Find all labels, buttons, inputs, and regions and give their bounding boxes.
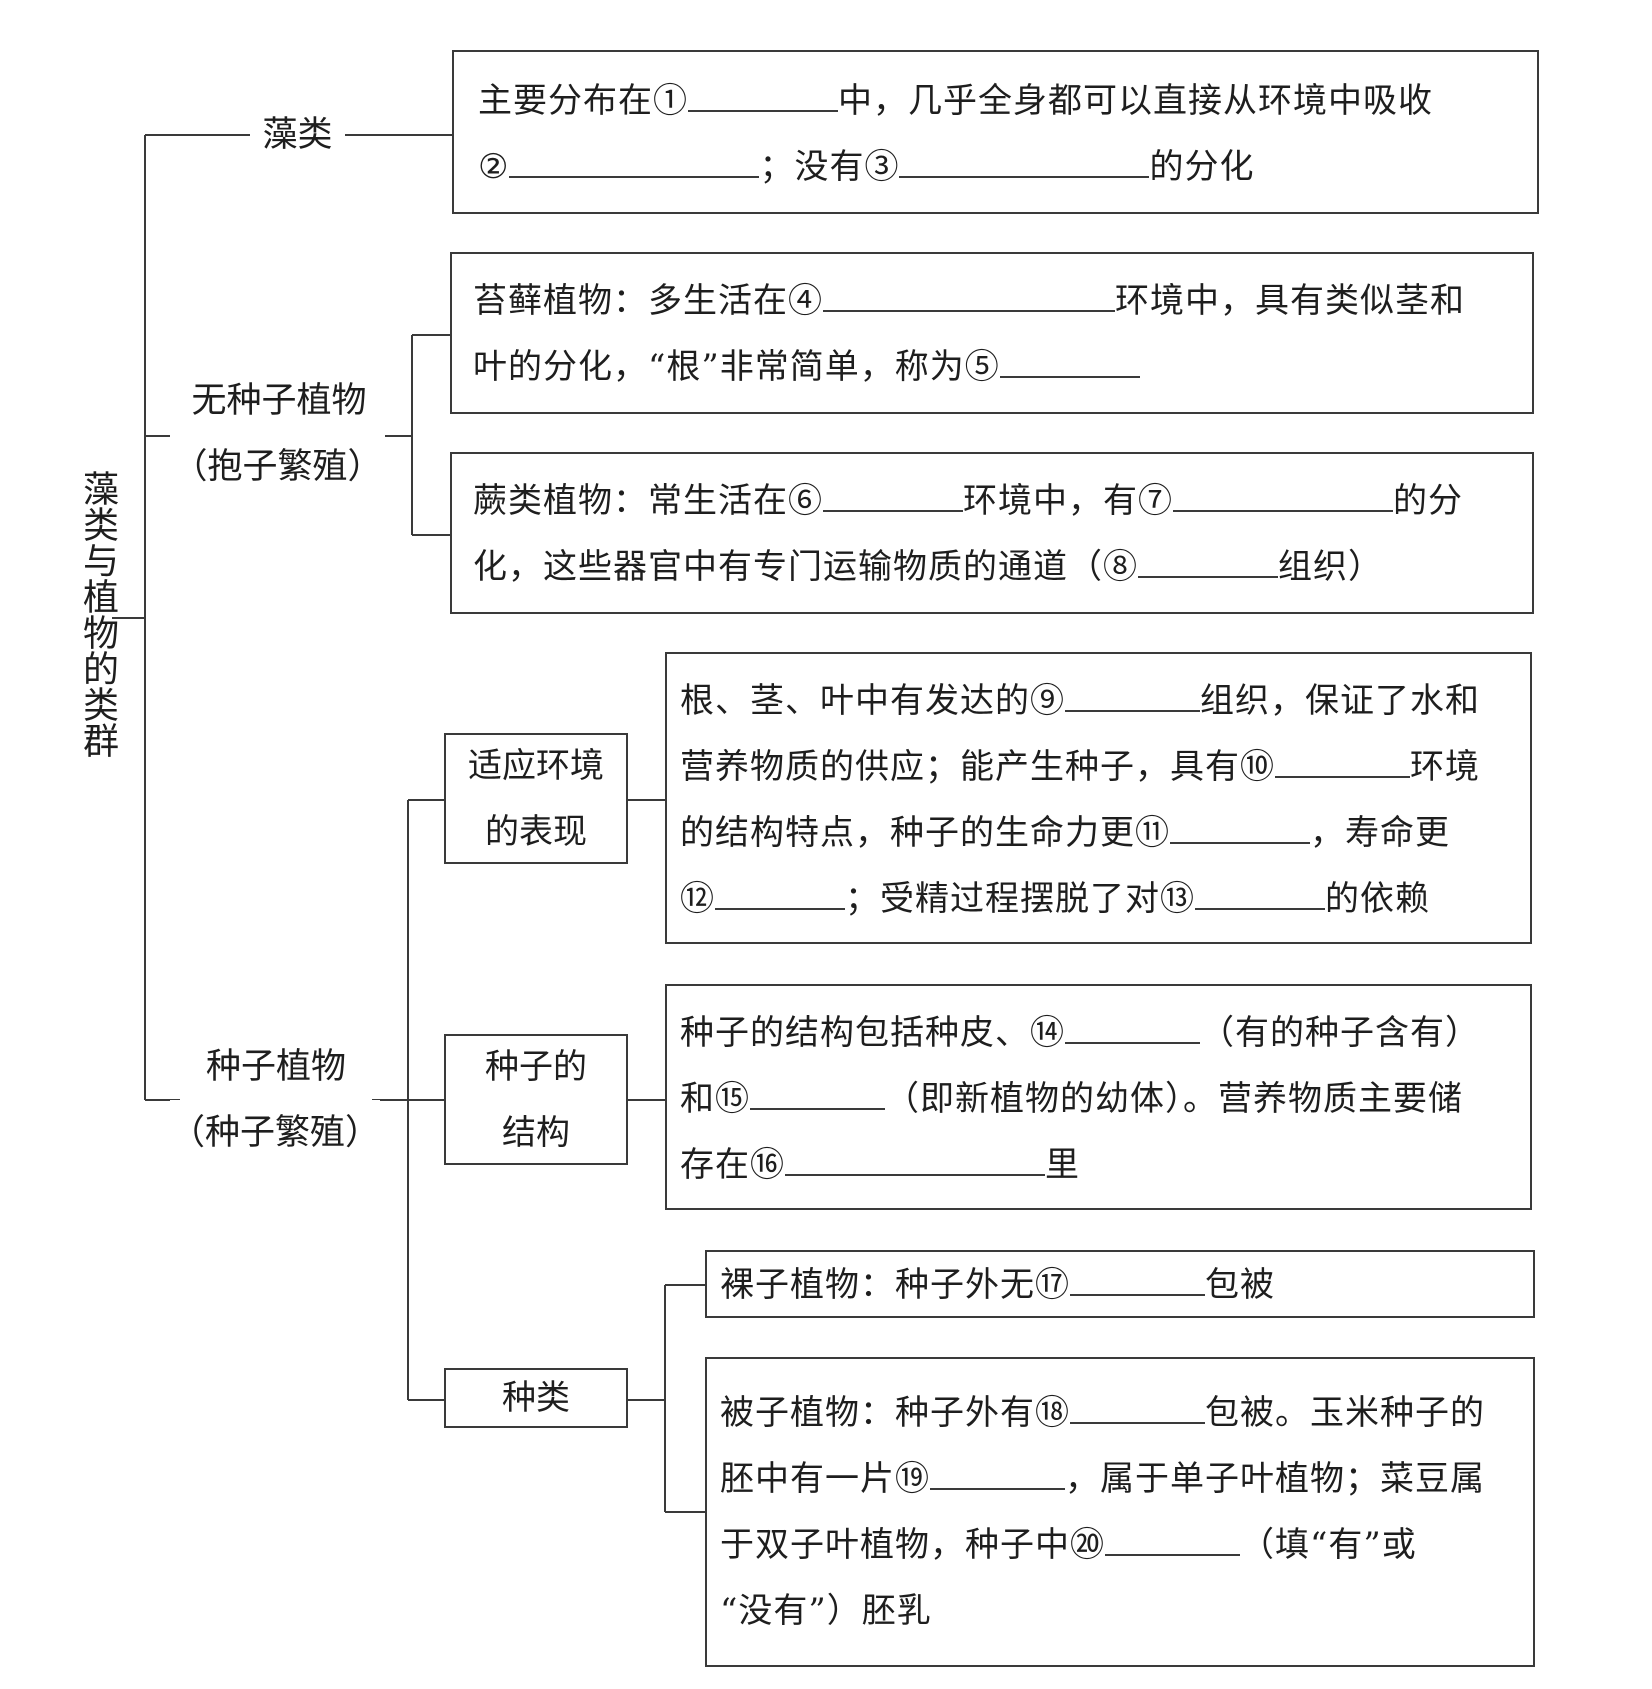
angio-text-1b: 包被。玉米种子的 [1205, 1393, 1485, 1433]
structure-content: 种子的结构包括种皮、⑭（有的种子含有） 和⑮（即新植物的幼体）。营养物质主要储 … [680, 1000, 1515, 1198]
blank-12[interactable] [715, 878, 845, 910]
algae-content: 主要分布在① 中，几乎全身都可以直接从环境中吸收 ② ；没有③ 的分化 [478, 68, 1518, 200]
structure-text-3a: 存在⑯ [680, 1145, 785, 1185]
seed-sublabel: （种子繁殖） [170, 1100, 380, 1166]
moss-text-1a: 苔藓植物：多生活在④ [473, 281, 823, 321]
fern-text-2b: 组织） [1278, 547, 1383, 587]
root-title: 藻类与植物的类群 [77, 470, 118, 758]
angio-text-4a: “没有”）胚乳 [720, 1591, 932, 1631]
angio-text-3b: （填“有”或 [1240, 1525, 1417, 1565]
blank-7[interactable] [1173, 480, 1393, 512]
adapt-label-1: 适应环境 [468, 745, 604, 786]
adapt-box [665, 652, 1532, 944]
structure-text-1a: 种子的结构包括种皮、⑭ [680, 1013, 1065, 1053]
adapt-label-box: 适应环境 的表现 [444, 733, 628, 864]
structure-label-2: 结构 [502, 1112, 570, 1153]
fern-text-1c: 的分 [1393, 481, 1463, 521]
adapt-label-2: 的表现 [485, 811, 587, 852]
blank-6[interactable] [823, 480, 963, 512]
angio-text-1a: 被子植物：种子外有⑱ [720, 1393, 1070, 1433]
angio-box [705, 1357, 1535, 1667]
algae-label: 藻类 [250, 102, 345, 168]
gymno-text-b: 包被 [1205, 1265, 1275, 1305]
angio-content: 被子植物：种子外有⑱ 包被。玉米种子的 胚中有一片⑲ ，属于单子叶植物；菜豆属 于双… [720, 1380, 1520, 1644]
blank-19[interactable] [930, 1458, 1065, 1490]
adapt-text-4c: 的依赖 [1325, 879, 1430, 919]
blank-1[interactable] [688, 80, 838, 112]
seedless-sublabel: （抱子繁殖） [170, 434, 385, 500]
blank-5[interactable] [999, 346, 1140, 378]
fern-content: 蕨类植物：常生活在⑥ 环境中，有⑦ 的分 化，这些器官中有专门运输物质的通道（⑧ 组织… [473, 468, 1513, 600]
blank-16[interactable] [785, 1144, 1045, 1176]
seed-label: 种子植物 [180, 1034, 372, 1100]
blank-9[interactable] [1065, 680, 1200, 712]
blank-10[interactable] [1275, 746, 1410, 778]
angio-text-2a: 胚中有一片⑲ [720, 1459, 930, 1499]
adapt-text-2a: 营养物质的供应；能产生种子，具有⑩ [680, 747, 1275, 787]
adapt-text-4a: ⑫ [680, 879, 715, 919]
structure-label-1: 种子的 [485, 1046, 587, 1087]
algae-text-2a: ② [478, 147, 510, 187]
adapt-text-1b: 组织，保证了水和 [1200, 681, 1480, 721]
blank-3[interactable] [899, 146, 1150, 178]
algae-text-2b: ；没有③ [759, 147, 900, 187]
gymno-text-a: 裸子植物：种子外无⑰ [720, 1265, 1070, 1305]
algae-text-1a: 主要分布在① [478, 81, 688, 121]
adapt-text-1a: 根、茎、叶中有发达的⑨ [680, 681, 1065, 721]
blank-8[interactable] [1138, 546, 1278, 578]
algae-text-1b: 中，几乎全身都可以直接从环境中吸收 [838, 81, 1433, 121]
moss-content: 苔藓植物：多生活在④ 环境中，具有类似茎和 叶的分化，“根”非常简单，称为⑤ [473, 268, 1513, 400]
gymno-content: 裸子植物：种子外无⑰ 包被 [720, 1252, 1520, 1318]
structure-text-1b: （有的种子含有） [1200, 1013, 1480, 1053]
blank-17[interactable] [1070, 1264, 1205, 1296]
structure-label-box: 种子的 结构 [444, 1034, 628, 1165]
kinds-label-box: 种类 [444, 1368, 628, 1428]
blank-13[interactable] [1195, 878, 1325, 910]
blank-20[interactable] [1105, 1524, 1240, 1556]
gymno-box [705, 1250, 1535, 1318]
seedless-label: 无种子植物 [180, 368, 378, 434]
algae-text-2c: 的分化 [1149, 147, 1255, 187]
fern-text-1b: 环境中，有⑦ [963, 481, 1173, 521]
fern-box [450, 452, 1534, 614]
adapt-text-2b: 环境 [1410, 747, 1480, 787]
structure-text-2a: 和⑮ [680, 1079, 750, 1119]
adapt-text-3b: ，寿命更 [1310, 813, 1450, 853]
blank-2[interactable] [509, 146, 760, 178]
fern-text-1a: 蕨类植物：常生活在⑥ [473, 481, 823, 521]
moss-text-1b: 环境中，具有类似茎和 [1115, 281, 1465, 321]
structure-text-2b: （即新植物的幼体）。营养物质主要储 [885, 1079, 1463, 1119]
fern-text-2a: 化，这些器官中有专门运输物质的通道（⑧ [473, 547, 1138, 587]
moss-text-2a: 叶的分化，“根”非常简单，称为⑤ [473, 347, 1000, 387]
blank-18[interactable] [1070, 1392, 1205, 1424]
angio-text-3a: 于双子叶植物，种子中⑳ [720, 1525, 1105, 1565]
blank-4[interactable] [823, 280, 1115, 312]
algae-box [452, 50, 1539, 214]
adapt-text-3a: 的结构特点，种子的生命力更⑪ [680, 813, 1170, 853]
angio-text-2b: ，属于单子叶植物；菜豆属 [1065, 1459, 1485, 1499]
blank-14[interactable] [1065, 1012, 1200, 1044]
blank-11[interactable] [1170, 812, 1310, 844]
adapt-text-4b: ；受精过程摆脱了对⑬ [845, 879, 1195, 919]
structure-text-3b: 里 [1045, 1145, 1080, 1185]
structure-box [665, 984, 1532, 1210]
blank-15[interactable] [750, 1078, 885, 1110]
moss-box [450, 252, 1534, 414]
kinds-label: 种类 [502, 1378, 570, 1418]
